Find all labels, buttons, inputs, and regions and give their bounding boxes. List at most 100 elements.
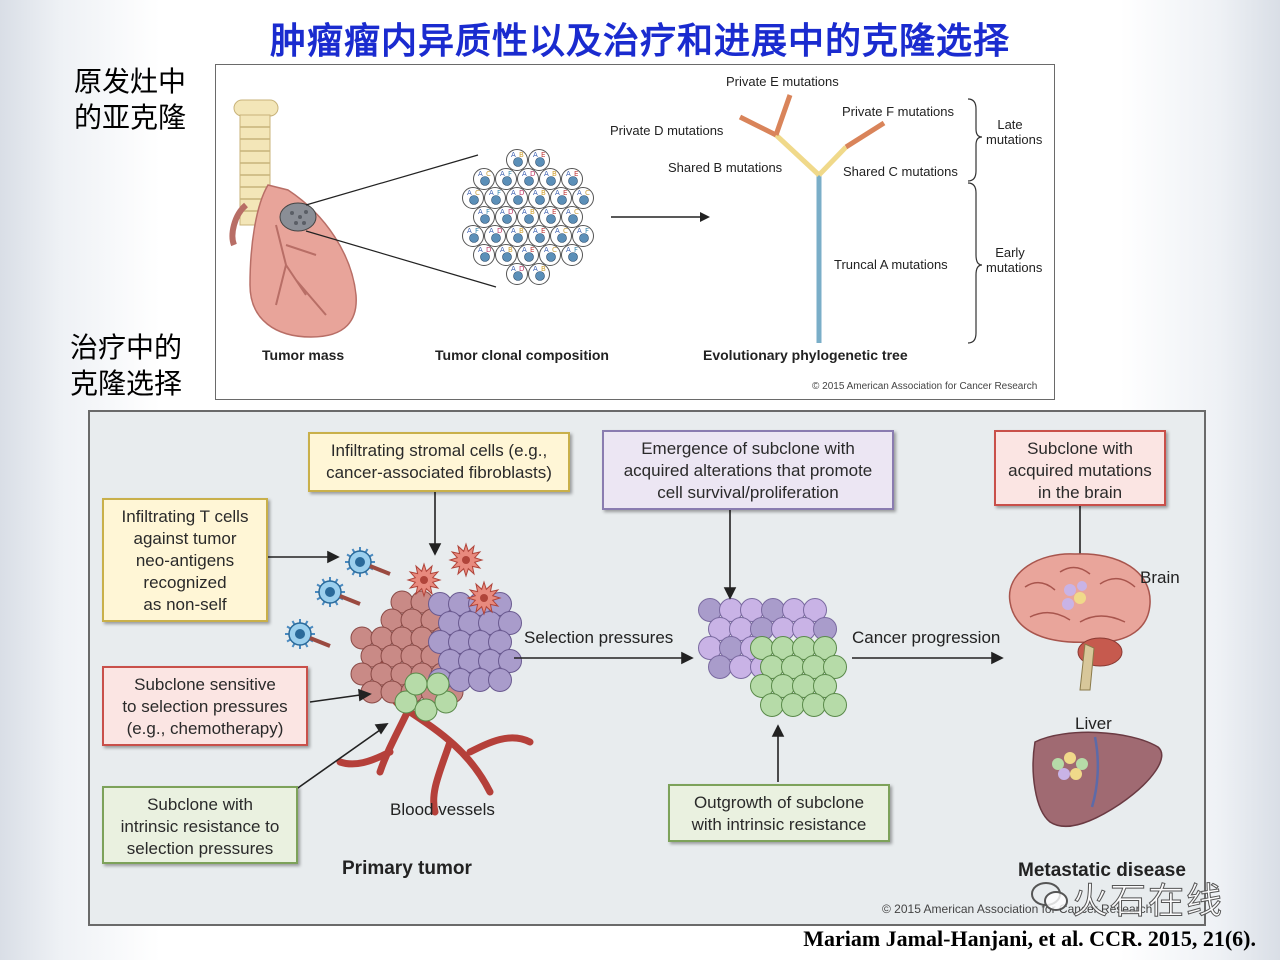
clonal-cell-nucleus [491, 233, 501, 243]
label-line: mutations [986, 132, 1043, 147]
clonal-cell-letter: A [478, 208, 483, 216]
arrow-tcells-to-tumor [268, 550, 340, 564]
arrow-cancer-progression [852, 651, 1004, 665]
clonal-cell-letter: A [577, 227, 582, 235]
box-line: Emergence of subclone with [641, 439, 855, 458]
slide-title: 肿瘤瘤内异质性以及治疗和进展中的克隆选择 [269, 21, 1010, 62]
side-label-line: 原发灶中 [74, 65, 187, 98]
clonal-cell-letter: D [508, 208, 513, 216]
selected-cell-resistant [760, 693, 784, 717]
clonal-cell-nucleus [513, 233, 523, 243]
tree-branch-f [844, 120, 886, 150]
clonal-cell-nucleus [524, 176, 534, 186]
clonal-cell-letter: F [475, 227, 479, 235]
selected-tumor-cells [698, 598, 847, 717]
bottom-copyright: © 2015 American Association for Cancer R… [882, 902, 1153, 916]
arrow-sensitive-to-tumor [309, 688, 372, 703]
clonal-cell-nucleus [535, 233, 545, 243]
side-label-clonal-selection: 治疗中的 克隆选择 [70, 330, 182, 402]
bottom-figure-panel: Infiltrating stromal cells (e.g., cancer… [88, 410, 1206, 926]
clonal-cell-letter: C [475, 189, 480, 197]
label-truncal-a: Truncal A mutations [834, 257, 948, 272]
label-line: Early [995, 245, 1025, 260]
clonal-cell-letter: A [566, 170, 571, 178]
clonal-cell-nucleus [524, 252, 534, 262]
clonal-cell-letter: A [489, 189, 494, 197]
top-copyright: © 2015 American Association for Cancer R… [812, 381, 1038, 392]
label-metastatic-disease: Metastatic disease [1018, 860, 1186, 881]
box-line: in the brain [1037, 483, 1123, 502]
box-outgrowth-subclone: Outgrowth of subclone with intrinsic res… [668, 784, 890, 842]
clonal-cell-letter: B [552, 170, 557, 178]
box-emergence-subclone: Emergence of subclone with acquired alte… [602, 430, 894, 510]
box-line: against tumor [133, 529, 237, 548]
clonal-cell-nucleus [557, 195, 567, 205]
zoom-line-top [305, 154, 479, 206]
arrow-stromal-to-tumor [428, 490, 442, 556]
clonal-cell-letter: E [530, 246, 534, 254]
clonal-cell-letter: A [566, 246, 571, 254]
t-cell-receptor [339, 594, 361, 606]
selected-cell-subclone [708, 655, 732, 679]
clonal-cell-letter: A [555, 189, 560, 197]
stromal-cell-nucleus [462, 556, 470, 564]
clonal-cell-letter: A [522, 246, 527, 254]
label-line: Late [997, 117, 1023, 132]
clonal-cell-letter: E [574, 170, 578, 178]
stromal-cell [406, 562, 442, 598]
box-line: Infiltrating T cells [121, 507, 249, 526]
clonal-cell-letter: A [533, 189, 538, 197]
t-cell-receptor [369, 564, 391, 576]
t-cell-nucleus [295, 629, 305, 639]
selected-cell-resistant [802, 693, 826, 717]
selected-cell-resistant [813, 636, 837, 660]
tumor-cell-resistant [394, 690, 418, 714]
clonal-cell-nucleus [513, 195, 523, 205]
selected-cell-resistant [823, 693, 847, 717]
tumor-cell-resistant [404, 672, 428, 696]
box-line: (e.g., chemotherapy) [126, 719, 284, 738]
clonal-cell-letter: A [577, 189, 582, 197]
phylogenetic-tree [738, 94, 886, 343]
box-line: cell survival/proliferation [657, 483, 839, 502]
t-cell [345, 547, 391, 577]
clonal-cell-letter: D [497, 227, 502, 235]
late-mutations-brace [967, 98, 983, 182]
label-blood-vessels: Blood vessels [390, 800, 495, 819]
box-infiltrating-t-cells: Infiltrating T cells against tumor neo-a… [102, 498, 268, 622]
clonal-cell-nucleus [524, 214, 534, 224]
clonal-cell-nucleus [546, 176, 556, 186]
side-label-line: 的亚克隆 [74, 101, 187, 134]
stromal-cell-nucleus [480, 594, 488, 602]
clonal-cell-letter: A [544, 208, 549, 216]
clonal-to-tree-arrow [611, 212, 710, 222]
label-tumor-clonal-composition: Tumor clonal composition [435, 347, 609, 363]
clonal-cell-nucleus [546, 214, 556, 224]
box-line: as non-self [143, 595, 227, 614]
label-brain: Brain [1140, 568, 1180, 587]
selected-cell-subclone [803, 598, 827, 622]
selected-cell-resistant [813, 674, 837, 698]
selected-cell-resistant [823, 655, 847, 679]
clonal-cell-letter: A [522, 170, 527, 178]
selected-cell-subclone [729, 655, 753, 679]
clonal-cell-letter: C [585, 189, 590, 197]
clonal-cell-letter: A [533, 227, 538, 235]
clonal-cell-letter: B [541, 265, 546, 273]
clonal-cell-letter: C [574, 208, 579, 216]
tree-branch-e [773, 94, 793, 136]
tree-branch-b [774, 133, 821, 177]
